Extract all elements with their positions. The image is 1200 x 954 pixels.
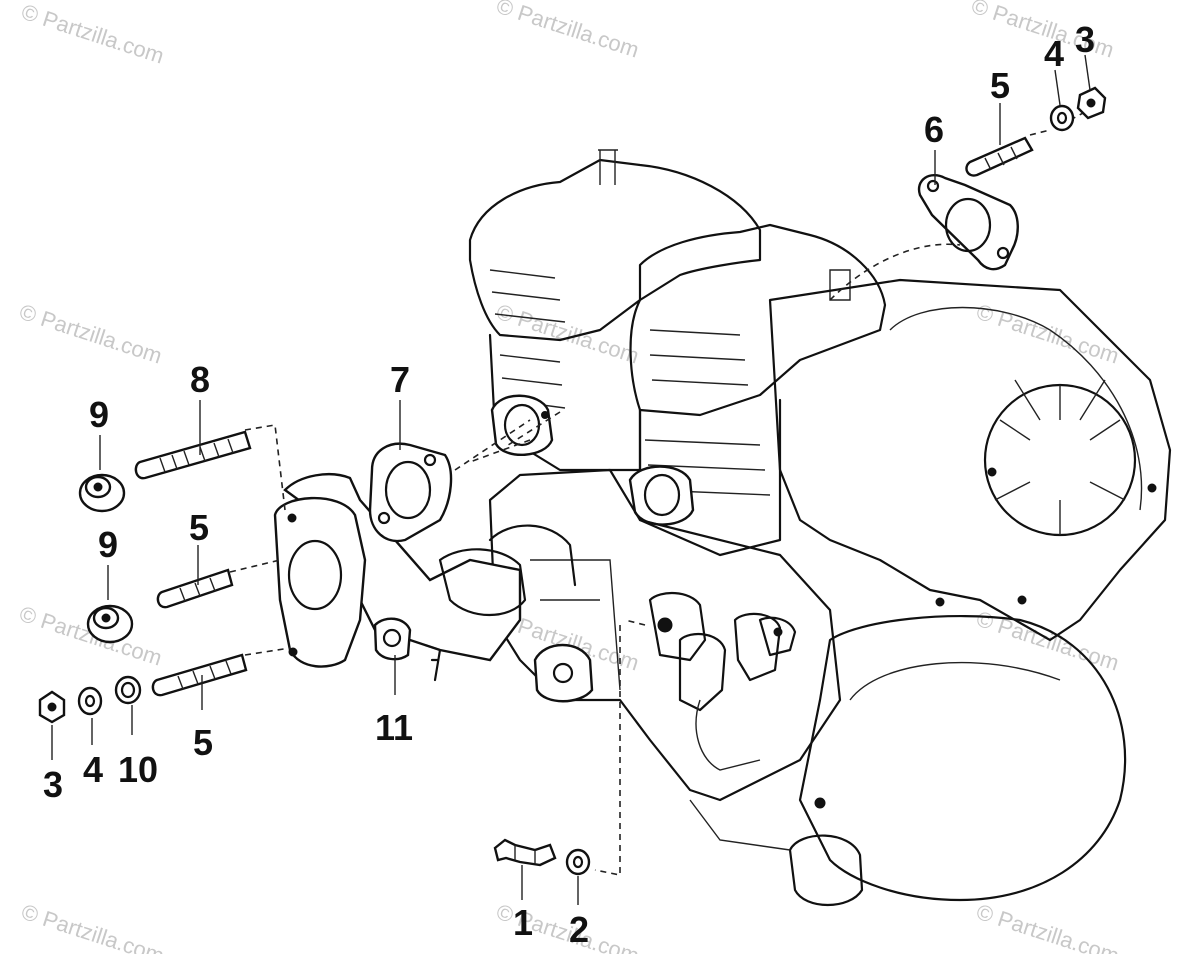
callout-number: 4 [1044,33,1064,74]
callout-number: 10 [118,749,158,790]
watermark: © Partzilla.com [16,601,165,671]
callout-number: 5 [193,722,213,763]
washer [77,686,103,716]
callout-number: 2 [569,909,589,950]
watermark: © Partzilla.com [16,299,165,369]
nut-flanged [78,473,126,513]
sealing-washer [565,848,591,876]
watermark: © Partzilla.com [18,899,167,954]
callout-number: 11 [375,707,413,748]
washer-plain [114,675,142,705]
callout-number: 8 [190,359,210,400]
callout-number: 5 [990,65,1010,106]
fitting-nipple [493,838,557,867]
callout-number: 9 [98,524,118,565]
callout-labels: 1 2 3 3 4 4 5 5 5 6 7 8 9 9 10 11 [43,19,1095,950]
nut [38,690,66,724]
callout-number: 5 [189,507,209,548]
callout-number: 4 [83,749,103,790]
stud-short [156,568,234,609]
nut-flanged [86,604,134,644]
watermark: © Partzilla.com [18,0,167,69]
callout-number: 6 [924,109,944,150]
callout-number: 7 [390,359,410,400]
washer [1049,104,1075,132]
stud-short [965,136,1034,177]
watermark: © Partzilla.com [973,899,1122,954]
watermark-layer: © Partzilla.com © Partzilla.com © Partzi… [16,0,1122,954]
loose-parts [38,86,1107,876]
callout-number: 3 [1075,19,1095,60]
engine-assembly [229,111,1172,907]
watermark: © Partzilla.com [493,299,642,369]
watermark: © Partzilla.com [973,299,1122,369]
callout-number: 9 [89,394,109,435]
callout-number: 1 [513,902,533,943]
stud-short [151,653,248,697]
leader-lines [51,54,1091,905]
callout-number: 3 [43,764,63,805]
watermark: © Partzilla.com [493,0,642,63]
stud-long [134,430,252,480]
nut [1076,86,1107,120]
